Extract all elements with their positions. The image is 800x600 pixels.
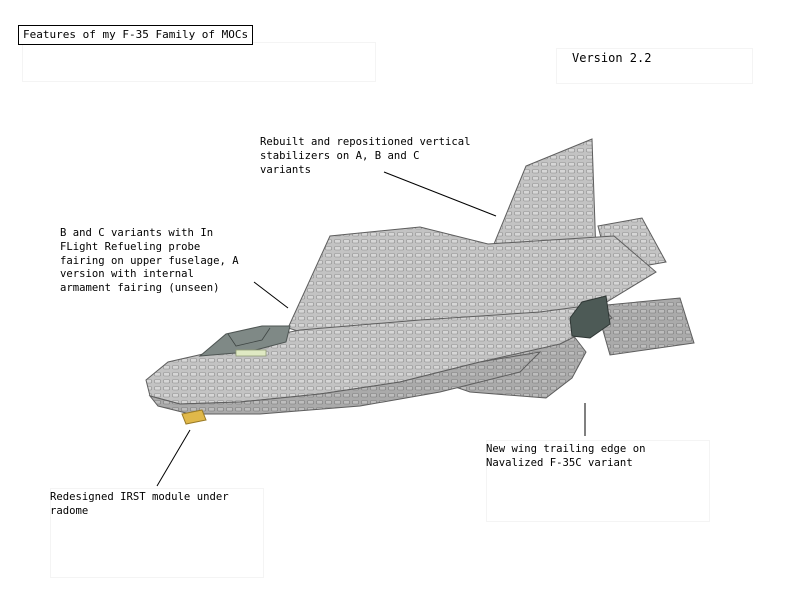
leader-irst bbox=[156, 429, 191, 487]
page-title: Features of my F-35 Family of MOCs bbox=[18, 25, 254, 45]
wing-note-frame bbox=[486, 440, 710, 522]
version-frame bbox=[556, 48, 753, 84]
irst-note-frame bbox=[50, 488, 264, 578]
callout-refueling: B and C variants with In FLight Refuelin… bbox=[60, 227, 239, 295]
irst-module bbox=[181, 409, 207, 425]
version-label: Version 2.2 bbox=[572, 51, 652, 65]
engine-nozzle bbox=[569, 295, 611, 339]
leader-stabilizers bbox=[383, 171, 497, 217]
callout-stabilizers: Rebuilt and repositioned vertical stabil… bbox=[260, 136, 471, 176]
leader-refueling bbox=[253, 281, 289, 309]
callout-wing-trailing-edge: New wing trailing edge on Navalized F-35… bbox=[486, 443, 646, 469]
cockpit-light bbox=[235, 349, 267, 357]
horizontal-tail-lower bbox=[595, 297, 695, 356]
callout-irst: Redesigned IRST module under radome bbox=[50, 491, 229, 517]
